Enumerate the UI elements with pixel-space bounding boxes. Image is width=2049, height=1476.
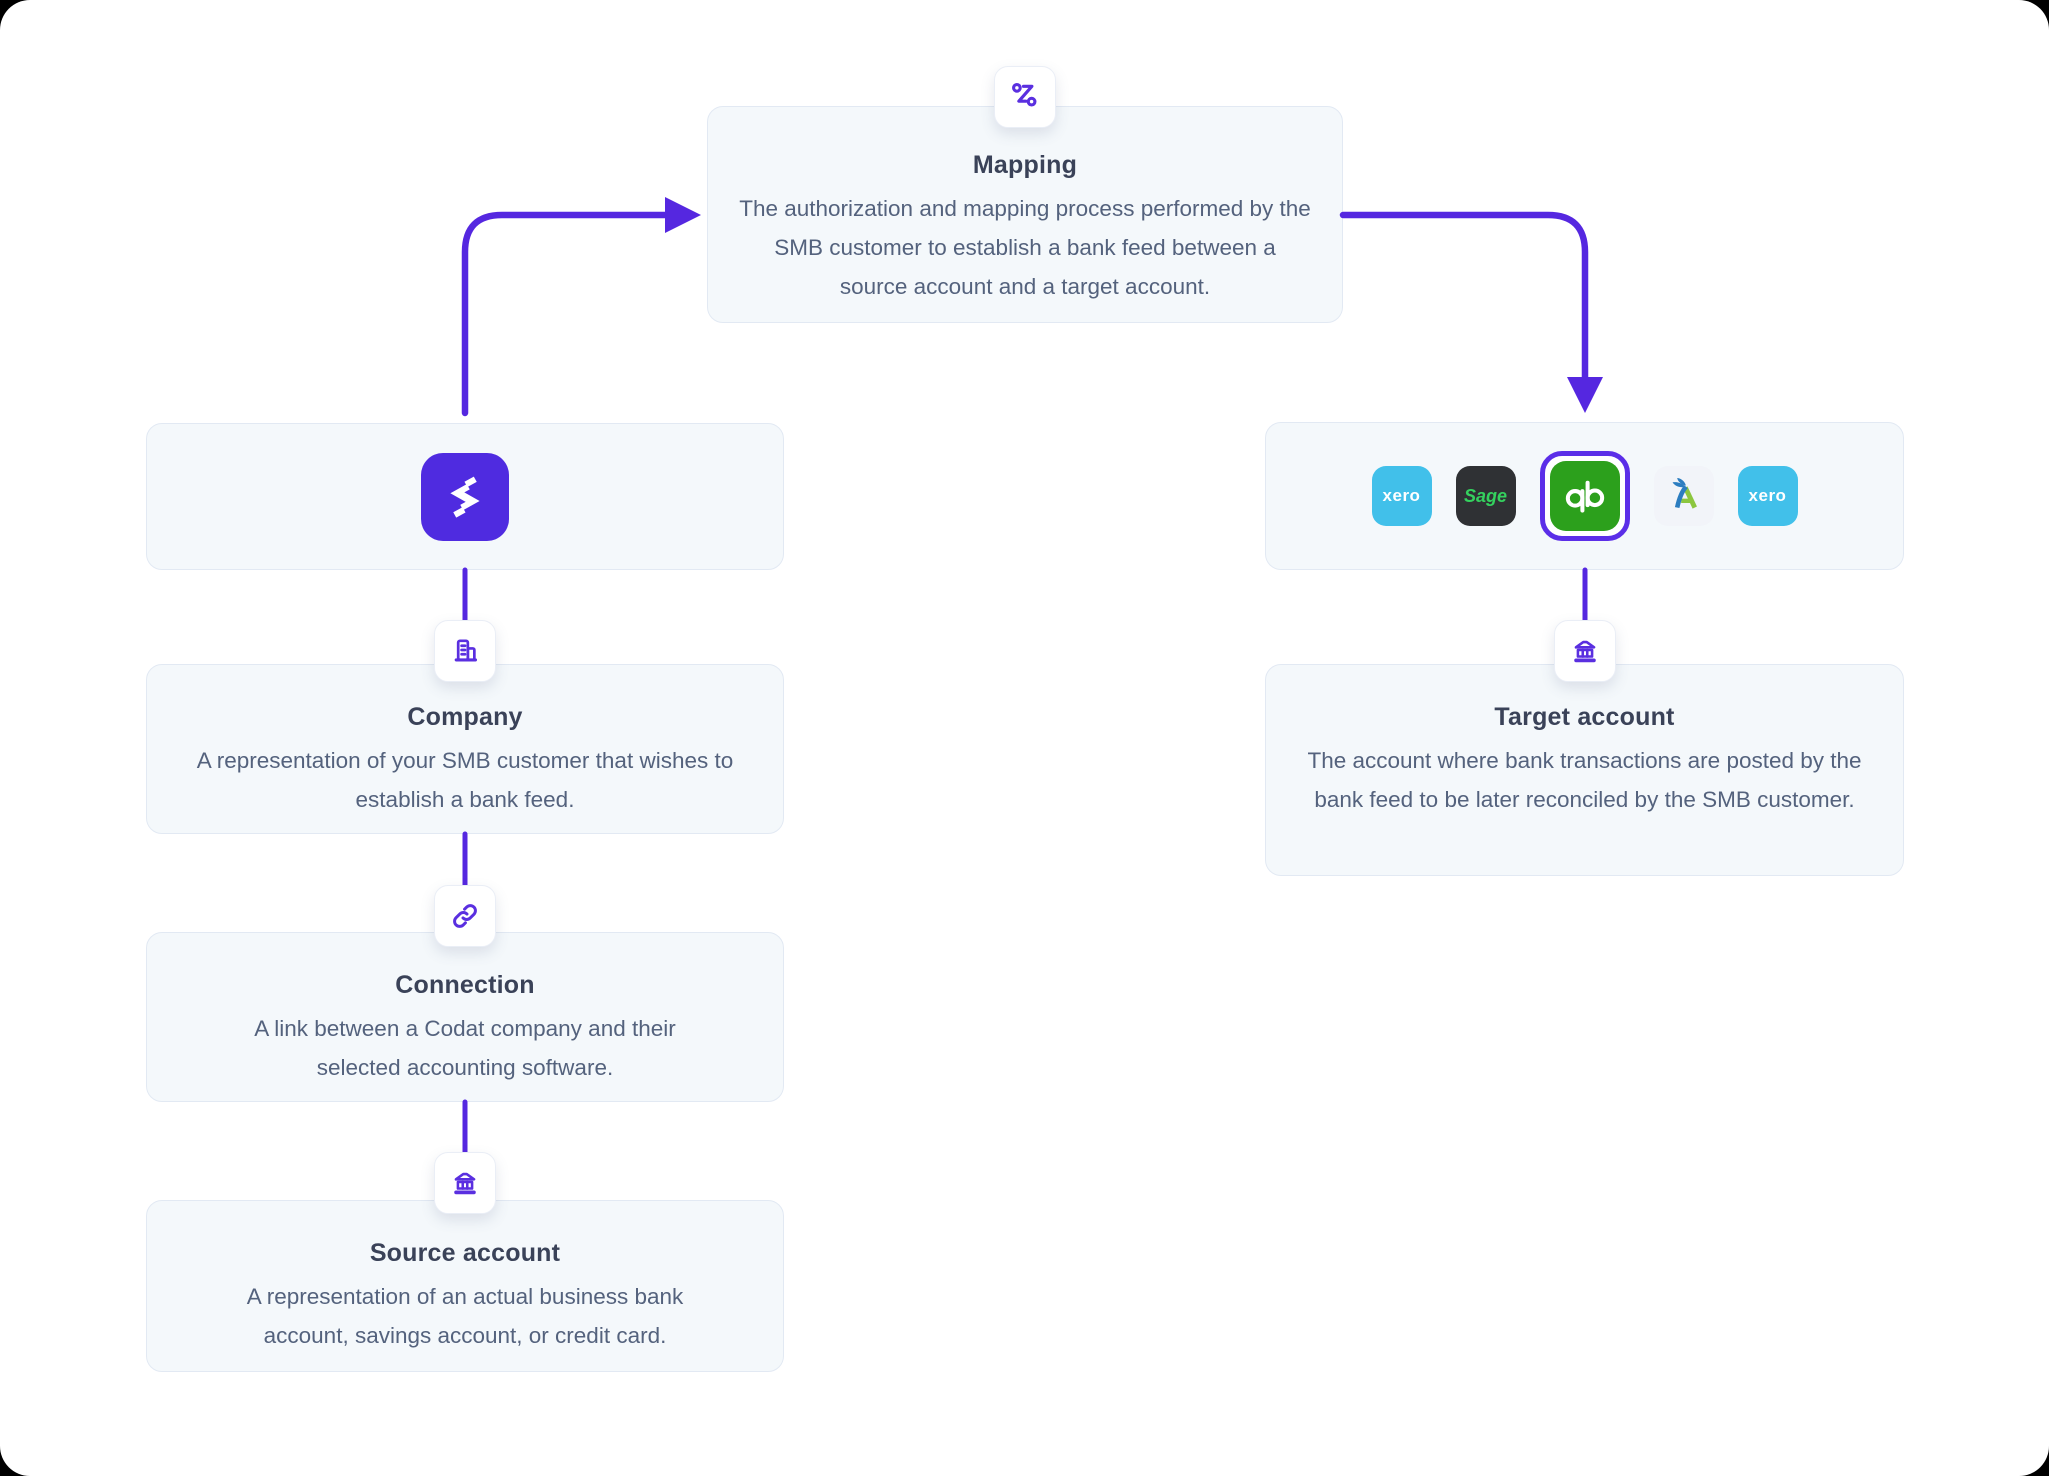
- building-icon: [454, 639, 478, 662]
- selected-logo-ring: [1539, 451, 1630, 541]
- target-account-card: Target account The account where bank tr…: [1265, 664, 1904, 876]
- company-card: Company A representation of your SMB cus…: [146, 664, 784, 834]
- accounting-software-card: xero Sage: [1265, 422, 1904, 570]
- mapping-description: The authorization and mapping process pe…: [739, 196, 1311, 299]
- bank-icon: [454, 1172, 476, 1195]
- company-badge: [434, 620, 496, 682]
- logo-row: xero Sage: [1371, 451, 1798, 541]
- xero-logo: xero: [1737, 466, 1798, 526]
- connection-title: Connection: [395, 971, 535, 999]
- source-account-title: Source account: [369, 1239, 561, 1267]
- company-title: Company: [407, 703, 523, 731]
- target-account-description: The account where bank transactions are …: [1307, 748, 1862, 812]
- link-icon: [453, 904, 477, 928]
- company-description: A representation of your SMB customer th…: [196, 748, 734, 812]
- arrow-codat-to-mapping: [461, 197, 701, 417]
- mapping-title: Mapping: [972, 151, 1078, 179]
- codat-card: [146, 423, 784, 570]
- source-account-card: Source account A representation of an ac…: [146, 1200, 784, 1372]
- target-account-badge: [1554, 620, 1616, 682]
- arrow-mapping-to-software: [1339, 211, 1603, 413]
- bank-icon: [1574, 640, 1596, 663]
- freeagent-logo: [1653, 466, 1714, 526]
- codat-logo: [421, 452, 509, 541]
- xero-logo-label: xero: [1382, 486, 1421, 505]
- sage-logo-label: Sage: [1463, 485, 1508, 506]
- connection-badge: [434, 885, 496, 947]
- xero-logo: xero: [1371, 466, 1432, 526]
- source-account-description: A representation of an actual business b…: [246, 1284, 684, 1348]
- source-account-badge: [434, 1152, 496, 1214]
- freeagent-a-icon: [1672, 477, 1697, 509]
- xero-logo-label: xero: [1748, 486, 1787, 505]
- connection-description: A link between a Codat company and their…: [254, 1016, 676, 1080]
- quickbooks-qb-icon: [1565, 480, 1604, 513]
- mapping-card: Mapping The authorization and mapping pr…: [707, 106, 1343, 323]
- quickbooks-logo: [1549, 461, 1620, 531]
- mapping-icon: [1012, 82, 1037, 107]
- connection-card: Connection A link between a Codat compan…: [146, 932, 784, 1102]
- codat-chevrons-icon: [450, 476, 480, 518]
- sage-logo: Sage: [1455, 466, 1516, 526]
- mapping-badge: [994, 66, 1056, 128]
- target-account-title: Target account: [1494, 703, 1675, 731]
